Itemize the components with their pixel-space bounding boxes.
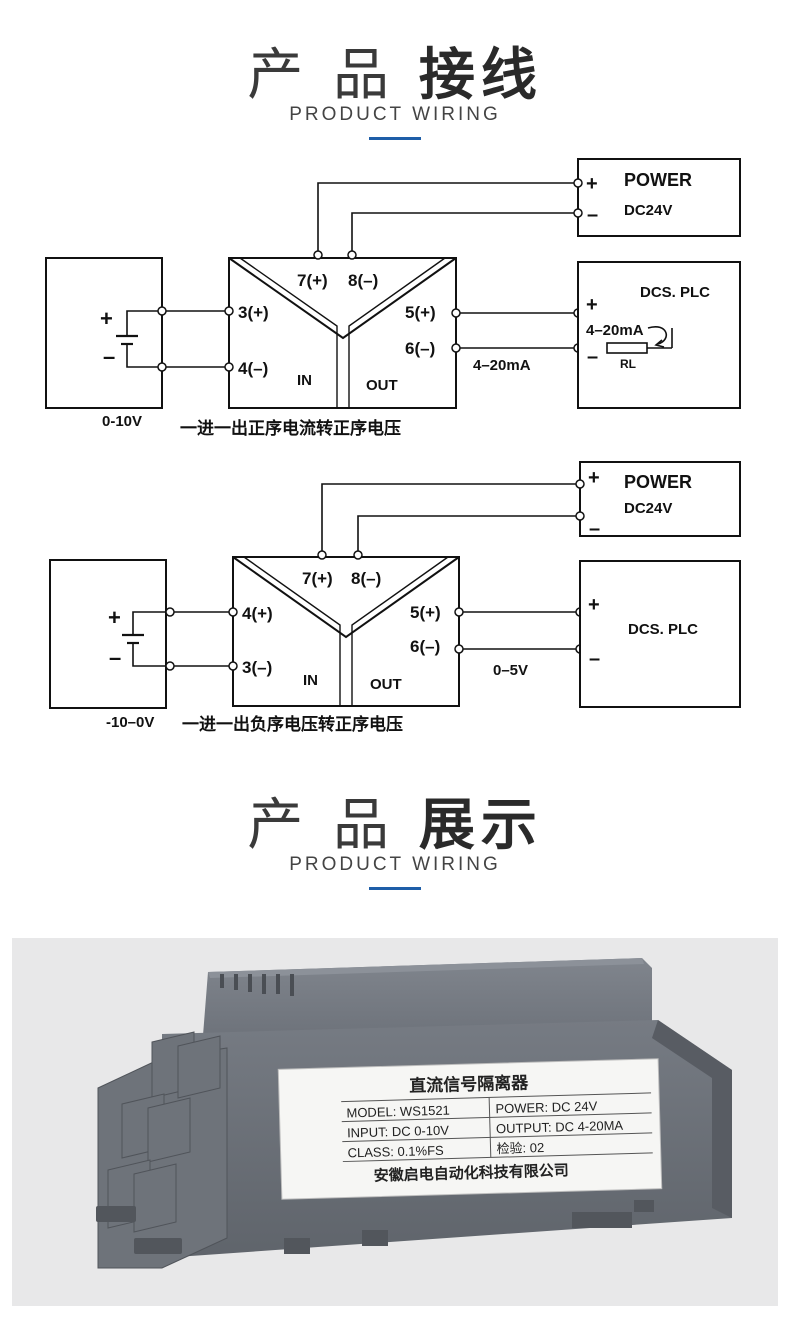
- power-voltage: DC24V: [624, 202, 672, 219]
- label-company: 安徽启电自动化科技有限公司: [374, 1161, 569, 1184]
- terminal-in-b: 3(–): [242, 658, 272, 677]
- label-heading: 直流信号隔离器: [409, 1072, 530, 1095]
- terminal-in-b: 4(–): [238, 359, 268, 378]
- load-plus-sign: +: [588, 594, 600, 616]
- out-label: OUT: [366, 377, 398, 394]
- terminal-8: 8(–): [351, 569, 381, 588]
- resistor-label: RL: [620, 357, 636, 371]
- power-plus-sign: +: [588, 467, 600, 489]
- power-plus-sign: +: [586, 173, 598, 195]
- label-class: CLASS: 0.1%FS: [347, 1143, 444, 1161]
- isolator-module: [228, 257, 457, 409]
- loop-arrow-icon: [647, 326, 668, 345]
- product-photo: 直流信号隔离器 MODEL: WS1521 POWER: DC 24V INPU…: [12, 938, 778, 1306]
- load-label: DCS. PLC: [640, 284, 710, 301]
- label-power: POWER: DC 24V: [495, 1098, 598, 1116]
- source-minus-sign: –: [109, 645, 121, 670]
- terminal-out-b: 6(–): [410, 637, 440, 656]
- source-minus-sign: –: [103, 344, 115, 369]
- power-supply-box: [577, 158, 741, 237]
- terminal-out-a: 5(+): [410, 603, 441, 622]
- source-plus-sign: +: [100, 306, 113, 331]
- terminal-out-b: 6(–): [405, 339, 435, 358]
- source-plus-sign: +: [108, 605, 121, 630]
- input-source-box: [45, 257, 163, 409]
- terminal-8: 8(–): [348, 271, 378, 290]
- in-label: IN: [303, 672, 318, 689]
- isolator-module: [232, 556, 460, 707]
- source-range: 0-10V: [102, 413, 142, 430]
- product-section-title: 产 品 展示: [247, 793, 543, 858]
- product-section-subtitle: PRODUCT WIRING: [289, 854, 501, 875]
- label-inspection: 检验: 02: [496, 1140, 544, 1156]
- wiring-section-subtitle: PRODUCT WIRING: [289, 104, 501, 125]
- out-label: OUT: [370, 676, 402, 693]
- load-plc-box: [579, 560, 741, 708]
- power-voltage: DC24V: [624, 500, 672, 517]
- output-signal-label: 0–5V: [493, 662, 528, 679]
- label-input: INPUT: DC 0-10V: [347, 1123, 450, 1141]
- power-label: POWER: [624, 170, 692, 190]
- output-signal-label: 4–20mA: [473, 357, 531, 374]
- terminal-out-a: 5(+): [405, 303, 436, 322]
- terminal-7: 7(+): [302, 569, 333, 588]
- source-range: -10–0V: [106, 714, 154, 731]
- terminal-in-a: 4(+): [242, 604, 273, 623]
- power-minus-sign: –: [589, 518, 600, 540]
- label-model: MODEL: WS1521: [346, 1103, 450, 1121]
- power-label: POWER: [624, 472, 692, 492]
- in-label: IN: [297, 372, 312, 389]
- power-supply-box: [579, 461, 741, 537]
- load-plus-sign: +: [586, 294, 598, 316]
- loop-current-label: 4–20mA: [586, 322, 644, 339]
- load-minus-sign: –: [589, 648, 600, 670]
- terminal-7: 7(+): [297, 271, 328, 290]
- wiring-diagram-negative-voltage: POWER DC24V + – + – -10–0V 7(+) 8(–) 4(+…: [49, 461, 741, 735]
- wiring-section-title: 产 品 接线: [247, 43, 543, 108]
- power-minus-sign: –: [587, 204, 598, 226]
- terminal-in-a: 3(+): [238, 303, 269, 322]
- product-section-accent-bar: [369, 887, 421, 890]
- wiring-section-accent-bar: [369, 137, 421, 140]
- diagram-caption: 一进一出正序电流转正序电压: [180, 418, 401, 439]
- diagram-caption: 一进一出负序电压转正序电压: [182, 714, 403, 735]
- load-minus-sign: –: [587, 346, 598, 368]
- load-plc-box: [577, 261, 741, 409]
- wiring-diagram-current-to-current: POWER DC24V + – + – 0-10V 7(+) 8(–) 3(+)…: [45, 158, 741, 439]
- isolator-device-illustration: 直流信号隔离器 MODEL: WS1521 POWER: DC 24V INPU…: [96, 958, 732, 1269]
- load-label: DCS. PLC: [628, 621, 698, 638]
- input-source-box: [49, 559, 167, 709]
- label-output: OUTPUT: DC 4-20MA: [496, 1118, 624, 1137]
